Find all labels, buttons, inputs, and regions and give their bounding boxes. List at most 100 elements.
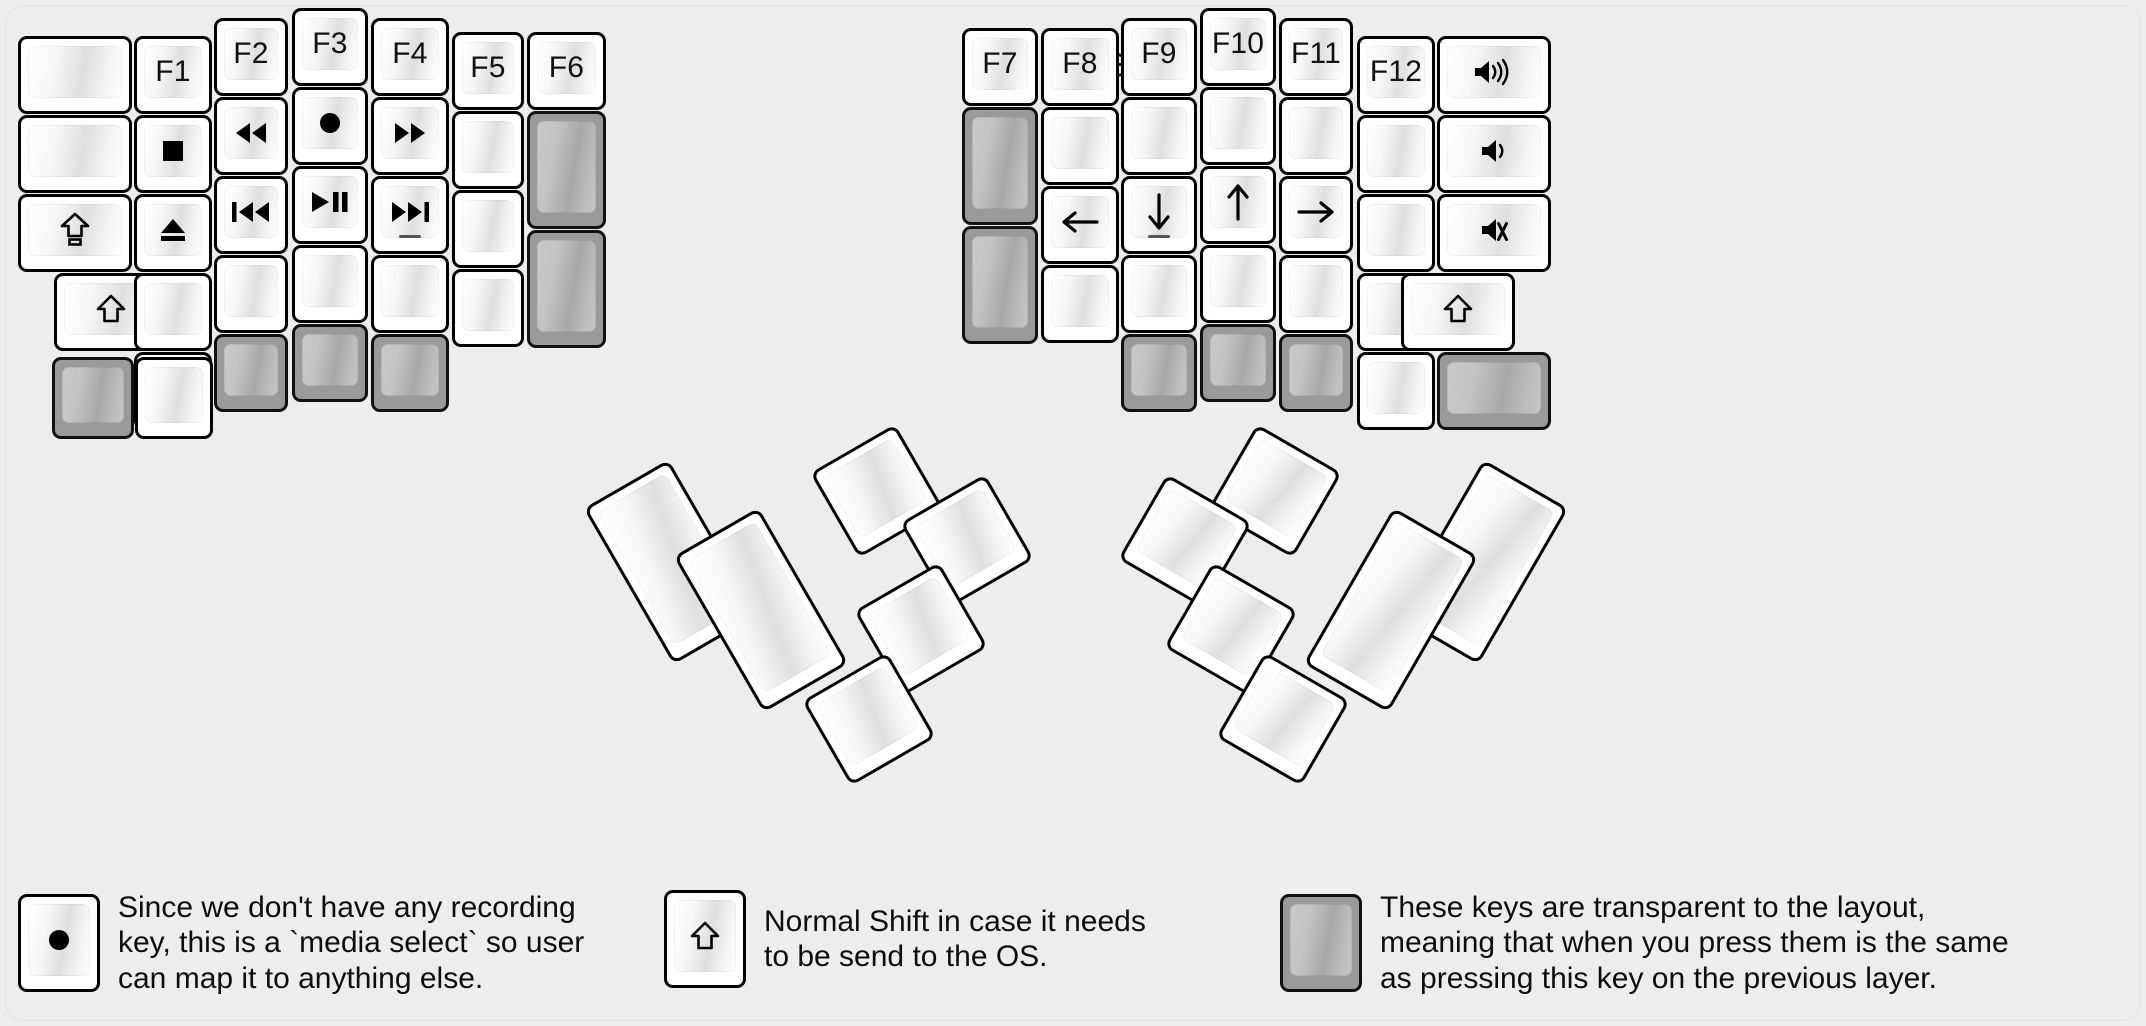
right-col-pinky-key-1[interactable] bbox=[1357, 115, 1435, 193]
right-col-ring-key-0[interactable]: F11 bbox=[1279, 18, 1353, 96]
left-col-middle-key-2[interactable] bbox=[292, 166, 368, 244]
left-col-index-key-3[interactable] bbox=[371, 255, 449, 333]
keycap-face bbox=[1051, 117, 1109, 169]
keycap-face bbox=[462, 279, 514, 331]
right-col-pinky-outer-key-2[interactable] bbox=[1437, 194, 1551, 272]
right-col-pinky-key-0[interactable]: F12 bbox=[1357, 36, 1435, 114]
left-col-ring-key-3[interactable] bbox=[214, 255, 288, 333]
keycap-face bbox=[537, 240, 596, 332]
right-col-middle-key-1[interactable] bbox=[1200, 87, 1276, 165]
keycap-face bbox=[381, 186, 439, 238]
right-col-pinky-key-4[interactable] bbox=[1357, 352, 1435, 430]
left-col-middle-key-4[interactable] bbox=[292, 324, 368, 402]
left-col-pinky-key-0[interactable]: F1 bbox=[134, 36, 212, 114]
left-col-index-key-4[interactable] bbox=[371, 334, 449, 412]
left-col-middle-key-3[interactable] bbox=[292, 245, 368, 323]
arrow-left-icon bbox=[1060, 209, 1100, 235]
left-col-inner-key-2[interactable] bbox=[452, 190, 524, 268]
keycap-face bbox=[28, 125, 122, 177]
left-col-index-key-0[interactable]: F4 bbox=[371, 18, 449, 96]
keycap-face bbox=[537, 121, 596, 213]
legend-key-2[interactable] bbox=[1280, 894, 1362, 993]
keycap-face bbox=[224, 107, 278, 159]
right-col-pinky-outer-key-0[interactable] bbox=[1437, 36, 1551, 114]
left-col-middle-key-0[interactable]: F3 bbox=[292, 8, 368, 86]
left-col-innermost-key-2[interactable] bbox=[527, 230, 606, 348]
right-col-ring-key-4[interactable] bbox=[1279, 334, 1353, 412]
arrow-right-icon bbox=[1296, 199, 1336, 225]
right-col-middle-key-2[interactable] bbox=[1200, 166, 1276, 244]
keycap-face bbox=[145, 367, 203, 423]
left-col-ring-key-4[interactable] bbox=[214, 334, 288, 412]
legend: Since we don't have any recording key, t… bbox=[0, 880, 2146, 1026]
right-col-ring-key-3[interactable] bbox=[1279, 255, 1353, 333]
keycap-face bbox=[462, 121, 514, 173]
media-rewind-icon bbox=[232, 120, 270, 146]
right-col-inner-key-0[interactable]: F8 bbox=[1041, 28, 1119, 106]
left-col-inner-key-1[interactable] bbox=[452, 111, 524, 189]
left-col-innermost-key-1[interactable] bbox=[527, 111, 606, 229]
left-bottom-transparent-key[interactable] bbox=[52, 357, 134, 439]
left-col-ring-key-2[interactable] bbox=[214, 176, 288, 254]
right-col-index-key-3[interactable] bbox=[1121, 255, 1197, 333]
right-col-innermost-key-1[interactable] bbox=[962, 107, 1038, 225]
keycap-face: F5 bbox=[462, 42, 514, 94]
keycap-face bbox=[972, 117, 1028, 209]
left-col-index-key-2[interactable] bbox=[371, 176, 449, 254]
keycap-face bbox=[1447, 125, 1541, 177]
legend-item-1: Normal Shift in case it needs to be send… bbox=[664, 890, 1146, 988]
keycap-face: F12 bbox=[1367, 46, 1425, 98]
left-col-innermost-key-0[interactable]: F6 bbox=[527, 32, 606, 110]
keycap-face bbox=[1289, 265, 1343, 317]
right-col-middle-key-3[interactable] bbox=[1200, 245, 1276, 323]
left-col-middle-key-1[interactable] bbox=[292, 87, 368, 165]
right-col-pinky-outer-key-1[interactable] bbox=[1437, 115, 1551, 193]
right-col-pinky-key-2[interactable] bbox=[1357, 194, 1435, 272]
keycap-face bbox=[1290, 904, 1352, 977]
legend-key-0[interactable] bbox=[18, 894, 100, 993]
legend-item-0: Since we don't have any recording key, t… bbox=[18, 890, 584, 996]
left-col-index-key-1[interactable] bbox=[371, 97, 449, 175]
right-col-ring-key-1[interactable] bbox=[1279, 97, 1353, 175]
right-col-middle-key-4[interactable] bbox=[1200, 324, 1276, 402]
keycap-face bbox=[302, 97, 358, 149]
right-col-innermost-key-2[interactable] bbox=[962, 226, 1038, 344]
right-col-innermost-key-0[interactable]: F7 bbox=[962, 28, 1038, 106]
keycap-face bbox=[1367, 362, 1425, 414]
left-col-ring-key-1[interactable] bbox=[214, 97, 288, 175]
right-col-ring-key-2[interactable] bbox=[1279, 176, 1353, 254]
keycap-face bbox=[1289, 344, 1343, 396]
keycap-face bbox=[144, 204, 202, 256]
right-col-index-key-1[interactable] bbox=[1121, 97, 1197, 175]
legend-key-1[interactable] bbox=[664, 890, 746, 988]
right-col-index-key-0[interactable]: F9 bbox=[1121, 18, 1197, 96]
right-col-inner-key-2[interactable] bbox=[1041, 186, 1119, 264]
left-col-pinky-outer-key-2[interactable] bbox=[18, 194, 132, 272]
left-col-inner-key-3[interactable] bbox=[452, 269, 524, 347]
left-col-inner-key-0[interactable]: F5 bbox=[452, 32, 524, 110]
keycap-face bbox=[224, 265, 278, 317]
right-col-middle-key-0[interactable]: F10 bbox=[1200, 8, 1276, 86]
left-col-pinky-key-3[interactable] bbox=[134, 273, 212, 351]
left-col-pinky-key-1[interactable] bbox=[134, 115, 212, 193]
left-col-ring-key-0[interactable]: F2 bbox=[214, 18, 288, 96]
key-label: F2 bbox=[233, 37, 269, 70]
media-fast-forward-icon bbox=[391, 120, 429, 146]
keycap-face: F1 bbox=[144, 46, 202, 98]
left-bottom-blank-key[interactable] bbox=[135, 357, 213, 439]
shift-icon bbox=[1443, 293, 1473, 325]
left-col-pinky-outer-key-0[interactable] bbox=[18, 36, 132, 114]
left-col-pinky-outer-key-1[interactable] bbox=[18, 115, 132, 193]
legend-sample-key-2 bbox=[1280, 894, 1362, 993]
key-label: F9 bbox=[1141, 37, 1177, 70]
right-col-index-key-4[interactable] bbox=[1121, 334, 1197, 412]
left-col-pinky-key-2[interactable] bbox=[134, 194, 212, 272]
right-col-index-key-2[interactable] bbox=[1121, 176, 1197, 254]
legend-sample-key-0 bbox=[18, 894, 100, 993]
right-col-inner-key-3[interactable] bbox=[1041, 265, 1119, 343]
keycap-face bbox=[1210, 255, 1266, 307]
right-col-pinky-outer-key-4[interactable] bbox=[1437, 352, 1551, 430]
right-col-pinky-outer-key-3[interactable] bbox=[1401, 273, 1515, 351]
right-col-inner-key-1[interactable] bbox=[1041, 107, 1119, 185]
